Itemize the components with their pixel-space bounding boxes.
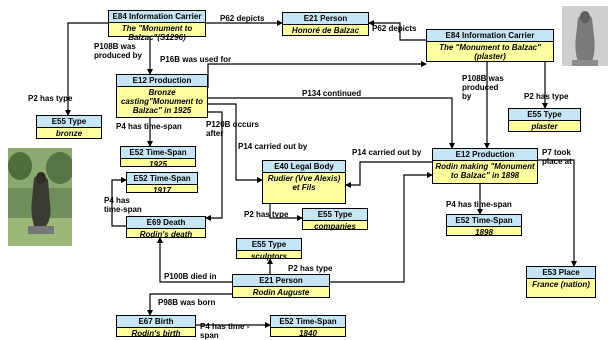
node-timespan-1925: E52 Time-Span 1925 (120, 146, 196, 169)
node-legal-body-type: E40 Legal Body (263, 161, 345, 173)
node-type-bronze: E55 Type bronze (36, 115, 102, 139)
edge-p14-rodin (330, 172, 433, 283)
node-carrier2-value: The "Monument to Balzac" (plaster) (439, 43, 541, 61)
node-timespan-1917: E52 Time-Span 1917 (126, 172, 198, 195)
node-person-balzac-value: Honoré de Balzac (291, 26, 360, 35)
node-timespan-1840-value: 1840 (299, 329, 317, 338)
edge-label-p14-b: P14 carried out by (352, 148, 422, 157)
edge-label-p108-a: P108B was produced by (94, 42, 143, 60)
statue-photo-top-right (562, 6, 608, 66)
edge-label-p2-b: P2 has type (524, 92, 569, 101)
node-type-companies: E55 Type companies (302, 208, 368, 231)
node-person-rodin-type: E21 Person (233, 275, 329, 287)
node-death-value: Rodin's death (139, 230, 193, 239)
node-production-1925-value: Bronze casting"Monument to Balzac" in 19… (120, 88, 203, 115)
node-carrier2: E84 Information Carrier The "Monument to… (426, 29, 554, 62)
edge-label-p134: P134 continued (302, 89, 362, 98)
edge-label-p108-b: P108B was produced by (462, 74, 504, 101)
edge-label-p7: P7 took place at (542, 148, 572, 166)
statue-photo-left (8, 148, 72, 246)
node-carrier2-type: E84 Information Carrier (427, 30, 553, 42)
node-timespan-1917-value: 1917 (153, 186, 171, 195)
node-carrier1-type: E84 Information Carrier (109, 11, 205, 23)
edge-p62-carrier2 (368, 20, 426, 41)
edge-label-p16: P16B was used for (160, 55, 232, 64)
edge-label-p4-c: P4 has time-span (104, 196, 142, 214)
node-birth-type: E67 Birth (117, 316, 195, 328)
edge-p2-carrier1 (65, 22, 108, 116)
edge-p14-prod1 (208, 103, 263, 183)
node-production-1925: E12 Production Bronze casting"Monument t… (116, 74, 208, 118)
node-type-sculptors-value: sculptors (250, 252, 287, 261)
edge-p16-prod1 (207, 61, 427, 88)
node-type-plaster: E55 Type plaster (508, 108, 581, 132)
edge-p98 (147, 293, 232, 316)
node-timespan-1840-type: E52 Time-Span (271, 316, 345, 328)
node-person-rodin: E21 Person Rodin Auguste (232, 274, 330, 298)
node-type-sculptors: E55 Type sculptors (236, 238, 302, 261)
edge-p7 (538, 159, 577, 267)
node-timespan-1898: E52 Time-Span 1898 (446, 214, 522, 237)
edge-p134 (208, 97, 455, 149)
edge-label-p62-a: P62 depicts (220, 14, 265, 23)
node-place-france-type: E53 Place (527, 267, 595, 279)
edge-p2-legal (269, 204, 303, 221)
node-production-1898-value: Rodin making "Monument to Balzac" in 189… (435, 162, 535, 180)
node-timespan-1898-type: E52 Time-Span (447, 215, 521, 227)
edge-label-p98: P98B was born (158, 298, 216, 307)
node-timespan-1840: E52 Time-Span 1840 (270, 315, 346, 338)
node-type-plaster-value: plaster (531, 122, 558, 131)
node-production-1898-type: E12 Production (433, 149, 537, 161)
node-birth-value: Rodin's birth (131, 329, 181, 338)
node-type-bronze-value: bronze (55, 129, 83, 138)
edge-p120 (205, 111, 223, 221)
node-timespan-1898-value: 1898 (475, 228, 493, 237)
edge-label-p4-b: P4 has time-span (446, 200, 512, 209)
node-timespan-1917-type: E52 Time-Span (127, 173, 197, 185)
edge-label-p62-b: P62 depicts (372, 24, 417, 33)
node-production-1925-type: E12 Production (117, 75, 207, 87)
edge-label-p2-a: P2 has type (28, 94, 73, 103)
node-type-plaster-type: E55 Type (509, 109, 580, 121)
node-timespan-1925-value: 1925 (149, 160, 167, 169)
node-person-balzac-type: E21 Person (283, 13, 368, 25)
edge-label-p4-d: P4 has time -span (200, 322, 250, 340)
edge-p4-death (111, 177, 127, 227)
node-timespan-1925-type: E52 Time-Span (121, 147, 195, 159)
edge-p100 (157, 237, 232, 283)
node-place-france: E53 Place France (nation) (526, 266, 596, 298)
node-type-companies-type: E55 Type (303, 209, 367, 221)
node-type-companies-value: companies (314, 222, 356, 231)
node-death: E69 Death Rodin's death (126, 216, 206, 239)
node-legal-body: E40 Legal Body Rudier (Vve Alexis) et Fi… (262, 160, 346, 204)
node-person-balzac: E21 Person Honoré de Balzac (282, 12, 369, 36)
node-place-france-value: France (nation) (532, 280, 590, 289)
node-type-sculptors-type: E55 Type (237, 239, 301, 251)
node-birth: E67 Birth Rodin's birth (116, 315, 196, 338)
node-type-bronze-type: E55 Type (37, 116, 101, 128)
edge-p14-prod2 (345, 161, 432, 188)
edge-label-p2-d: P2 has type (288, 264, 333, 273)
node-death-type: E69 Death (127, 217, 205, 229)
node-person-rodin-value: Rodin Auguste (252, 288, 310, 297)
node-carrier1-value: The "Monument to Balzac"(S1296) (121, 24, 193, 42)
edge-label-p14-a: P14 carried out by (238, 142, 308, 151)
edge-label-p2-c: P2 has type (244, 210, 289, 219)
node-carrier1: E84 Information Carrier The "Monument to… (108, 10, 206, 42)
node-production-1898: E12 Production Rodin making "Monument to… (432, 148, 538, 184)
edge-label-p100: P100B died in (164, 272, 217, 281)
edge-label-p120: P120B occurs after (206, 120, 259, 138)
edge-label-p4-a: P4 has time-span (116, 122, 182, 131)
node-legal-body-value: Rudier (Vve Alexis) et Fils (267, 174, 341, 192)
